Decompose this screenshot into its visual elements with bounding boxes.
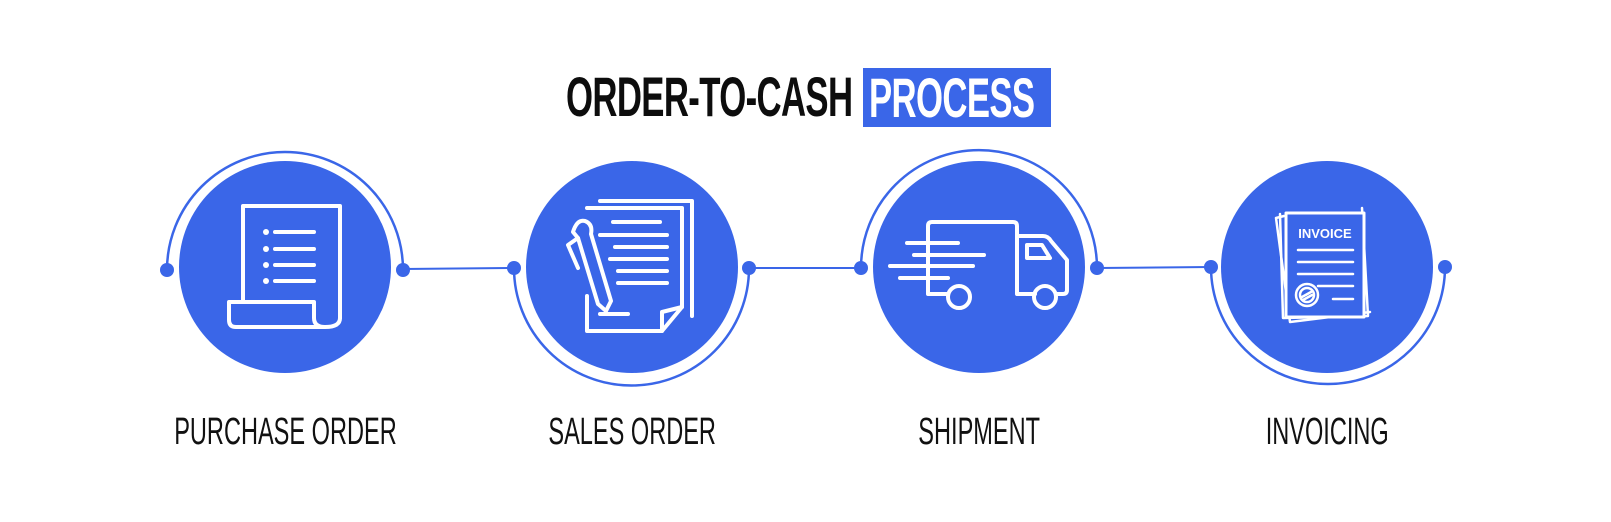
title-part2: PROCESS xyxy=(869,65,1035,129)
scroll-list-document-icon xyxy=(227,204,342,329)
step-label-purchase-order: PURCHASE ORDER xyxy=(165,412,405,452)
connector-1-2 xyxy=(402,267,515,270)
connector-dot xyxy=(742,261,756,275)
connector-dot xyxy=(1090,261,1104,275)
connector-dot xyxy=(1204,260,1218,274)
step-circle xyxy=(873,161,1085,373)
connector-dot xyxy=(507,261,521,275)
step-label-text: PURCHASE ORDER xyxy=(173,411,397,453)
step-sales-order xyxy=(507,161,756,387)
connector-dot xyxy=(854,261,868,275)
connector-dot xyxy=(396,263,410,277)
connector-dot xyxy=(1438,260,1452,274)
arc-top xyxy=(165,150,405,271)
title-part1: ORDER-TO-CASH xyxy=(566,65,853,128)
connectors xyxy=(402,266,1212,270)
invoice-document-icon: INVOICE xyxy=(1274,206,1372,324)
step-label-text: INVOICING xyxy=(1265,411,1389,453)
step-label-sales-order: SALES ORDER xyxy=(512,412,752,452)
document-pen-icon xyxy=(566,199,694,333)
invoice-icon-text: INVOICE xyxy=(1298,226,1352,241)
delivery-truck-icon xyxy=(888,220,1069,310)
connector-3-4 xyxy=(1096,266,1212,269)
arc-bottom xyxy=(1209,266,1447,386)
step-label-shipment: SHIPMENT xyxy=(859,412,1099,452)
step-invoicing: INVOICE xyxy=(1204,161,1452,386)
connector-dot xyxy=(160,263,174,277)
title-main: ORDER-TO-CASH xyxy=(566,66,862,128)
step-label-invoicing: INVOICING xyxy=(1207,412,1447,452)
step-purchase-order xyxy=(160,150,410,373)
step-label-text: SHIPMENT xyxy=(918,411,1040,453)
arc-top xyxy=(859,148,1099,269)
title-highlight-box: PROCESS xyxy=(863,65,1051,129)
page-title: ORDER-TO-CASH PROCESS xyxy=(0,66,1611,128)
step-label-text: SALES ORDER xyxy=(548,411,716,453)
step-shipment xyxy=(854,148,1104,373)
arc-bottom xyxy=(512,267,751,387)
step-circle xyxy=(526,161,738,373)
